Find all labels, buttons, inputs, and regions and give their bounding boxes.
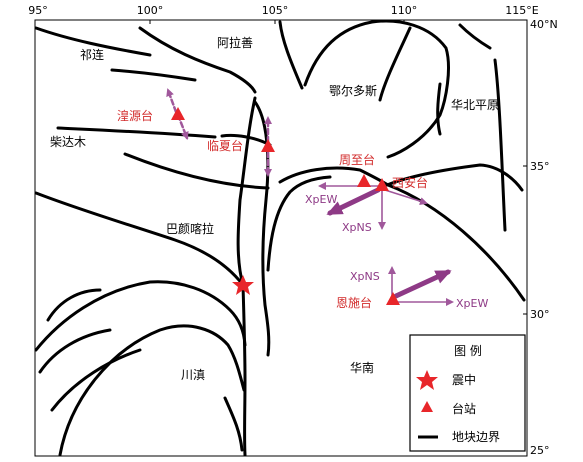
block-ordos: 鄂尔多斯 xyxy=(329,83,377,98)
station-zhouzhi-label: 周至台 xyxy=(339,152,375,167)
boundary-sw-2 xyxy=(46,288,102,322)
block-sichuan-yunnan: 川滇 xyxy=(181,368,205,382)
boundary-alashan-west xyxy=(138,26,257,94)
tick-35: 35° xyxy=(530,160,550,173)
enshi-resultant-arrow xyxy=(393,269,452,299)
boundary-sw-3 xyxy=(58,324,246,457)
station-labels: 湟源台 临夏台 周至台 西安台 恩施台 xyxy=(117,108,428,310)
legend-station-label: 台站 xyxy=(452,401,476,416)
xian-resultant-arrow xyxy=(326,187,381,216)
boundary-south-arc xyxy=(266,175,332,272)
legend-boundary-label: 地块边界 xyxy=(452,430,500,444)
block-boundaries xyxy=(34,19,526,457)
enshi-ew-label: XpEW xyxy=(456,297,488,310)
block-south-china: 华南 xyxy=(350,360,374,375)
boundary-huabei-west xyxy=(436,82,442,136)
enshi-ns-label: XpNS xyxy=(350,270,380,283)
station-linxia-label: 临夏台 xyxy=(207,138,243,153)
boundary-xianshuihe xyxy=(236,96,257,287)
boundary-sw-1 xyxy=(34,280,247,352)
epicenter-star-icon xyxy=(232,275,254,295)
block-qaidam: 柴达木 xyxy=(50,135,86,149)
map-frame xyxy=(34,19,528,457)
boundary-huabei-lower xyxy=(493,58,507,232)
boundary-ordos-south xyxy=(278,166,390,187)
station-enshi-marker xyxy=(386,292,400,305)
legend-epicenter-label: 震中 xyxy=(452,372,476,387)
boundary-longmenshan xyxy=(253,100,271,357)
boundary-qilian-mid xyxy=(110,68,197,82)
boundary-qinling-east xyxy=(385,163,524,192)
boundary-qilian-south xyxy=(56,126,217,139)
boundary-sw-5 xyxy=(50,348,142,412)
boundary-ordos-ring xyxy=(303,19,450,159)
boundary-se-1 xyxy=(223,396,244,452)
tick-30: 30° xyxy=(530,308,550,321)
right-tick-labels: 40°N 35° 30° 25° xyxy=(530,18,558,457)
station-huangyuan-marker xyxy=(171,107,185,120)
boundary-qinling-south xyxy=(386,183,526,302)
block-alashan: 阿拉善 xyxy=(217,35,253,50)
right-tick-marks xyxy=(523,165,527,315)
station-xian-marker xyxy=(375,178,389,191)
station-xian-label: 西安台 xyxy=(392,175,428,190)
tick-110: 110° xyxy=(391,4,418,17)
tick-25: 25° xyxy=(530,444,550,457)
stations xyxy=(171,107,400,305)
tick-105: 105° xyxy=(262,4,289,17)
legend-epicenter-icon xyxy=(416,370,438,390)
boundary-west-qinling xyxy=(123,152,270,190)
xian-ns-label: XpNS xyxy=(342,221,372,234)
boundary-sw-4 xyxy=(38,328,112,374)
block-labels: 祁连 阿拉善 鄂尔多斯 华北平原 柴达木 巴颜喀拉 川滇 华南 xyxy=(50,35,499,382)
block-qilian: 祁连 xyxy=(80,47,104,62)
component-labels: XpEW XpNS XpNS XpEW xyxy=(305,193,488,310)
legend-station-icon xyxy=(421,401,433,412)
xian-arrow-se xyxy=(384,189,428,205)
station-zhouzhi-marker xyxy=(357,174,371,187)
legend-title: 图 例 xyxy=(454,344,482,358)
tick-95: 95° xyxy=(28,4,48,17)
tick-100: 100° xyxy=(137,4,164,17)
block-north-china: 华北平原 xyxy=(451,98,499,112)
boundary-qilian-north xyxy=(34,26,152,57)
station-enshi-label: 恩施台 xyxy=(336,295,372,310)
boundary-kunlun xyxy=(34,191,245,287)
xian-ew-label: XpEW xyxy=(305,193,337,206)
legend-box xyxy=(409,334,526,452)
legend: 图 例 震中 台站 地块边界 xyxy=(409,334,526,452)
station-huangyuan-label: 湟源台 xyxy=(117,108,153,123)
tick-40n: 40°N xyxy=(530,18,558,31)
station-linxia-marker xyxy=(261,139,275,152)
boundary-main-south xyxy=(241,283,247,457)
boundary-alashan-east xyxy=(278,20,304,90)
top-tick-labels: 95° 100° 105° 110° 115°E xyxy=(28,4,539,17)
boundary-huabei-top xyxy=(458,23,492,50)
tick-115: 115°E xyxy=(505,4,538,17)
block-bayan-har: 巴颜喀拉 xyxy=(166,221,214,236)
huangyuan-arrow-up xyxy=(166,88,178,114)
boundary-ordos-inner xyxy=(378,26,412,102)
